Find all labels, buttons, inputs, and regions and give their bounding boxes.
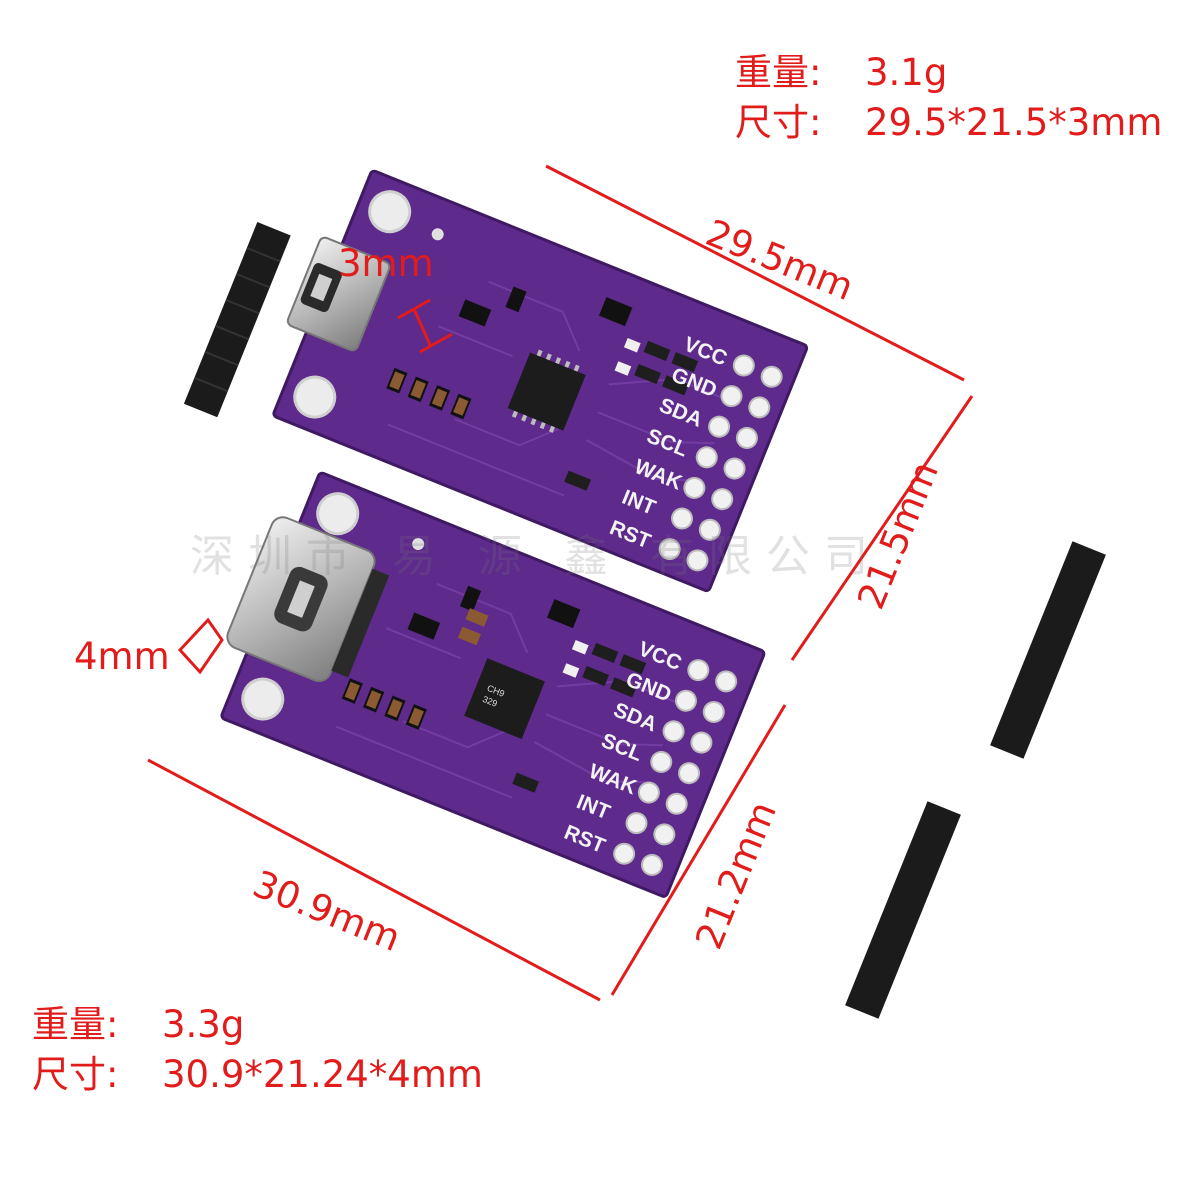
weight-key: 重量:	[735, 51, 822, 94]
top-board: VCC GND SDA SCL WAK INT RST	[272, 169, 809, 593]
dimension-label-top-thickness: 3mm	[338, 242, 434, 285]
pin-header-right	[818, 497, 1134, 759]
spec-size-row: 尺寸: 30.9*21.24*4mm	[32, 1050, 483, 1100]
bottom-board: CH9 329 VCC GND	[220, 471, 766, 898]
size-value: 29.5*21.5*3mm	[865, 101, 1163, 144]
weight-value: 3.3g	[162, 1003, 245, 1046]
mount-hole	[368, 190, 412, 234]
usb-c-connector	[226, 516, 390, 683]
size-key: 尺寸:	[735, 101, 822, 144]
dimension-label-bottom-thickness: 4mm	[74, 635, 170, 678]
main-ic	[507, 349, 586, 433]
pin-header-top-left	[139, 213, 413, 458]
mount-hole	[241, 677, 285, 721]
size-value: 30.9*21.24*4mm	[162, 1053, 483, 1096]
weight-value: 3.1g	[865, 51, 948, 94]
mount-hole	[316, 492, 360, 536]
spec-weight-row: 重量: 3.1g	[735, 48, 1162, 98]
main-ic: CH9 329	[464, 658, 545, 739]
pin-header-bottom-right	[688, 757, 995, 1019]
size-key: 尺寸:	[32, 1053, 119, 1096]
spec-block-bottom: 重量: 3.3g 尺寸: 30.9*21.24*4mm	[32, 1000, 483, 1100]
spec-block-top: 重量: 3.1g 尺寸: 29.5*21.5*3mm	[735, 48, 1162, 148]
spec-size-row: 尺寸: 29.5*21.5*3mm	[735, 98, 1162, 148]
spec-weight-row: 重量: 3.3g	[32, 1000, 483, 1050]
dimension-lines	[147, 164, 974, 1002]
weight-key: 重量:	[32, 1003, 119, 1046]
watermark: 深圳市 易 源 鑫 有限公司	[190, 531, 882, 582]
